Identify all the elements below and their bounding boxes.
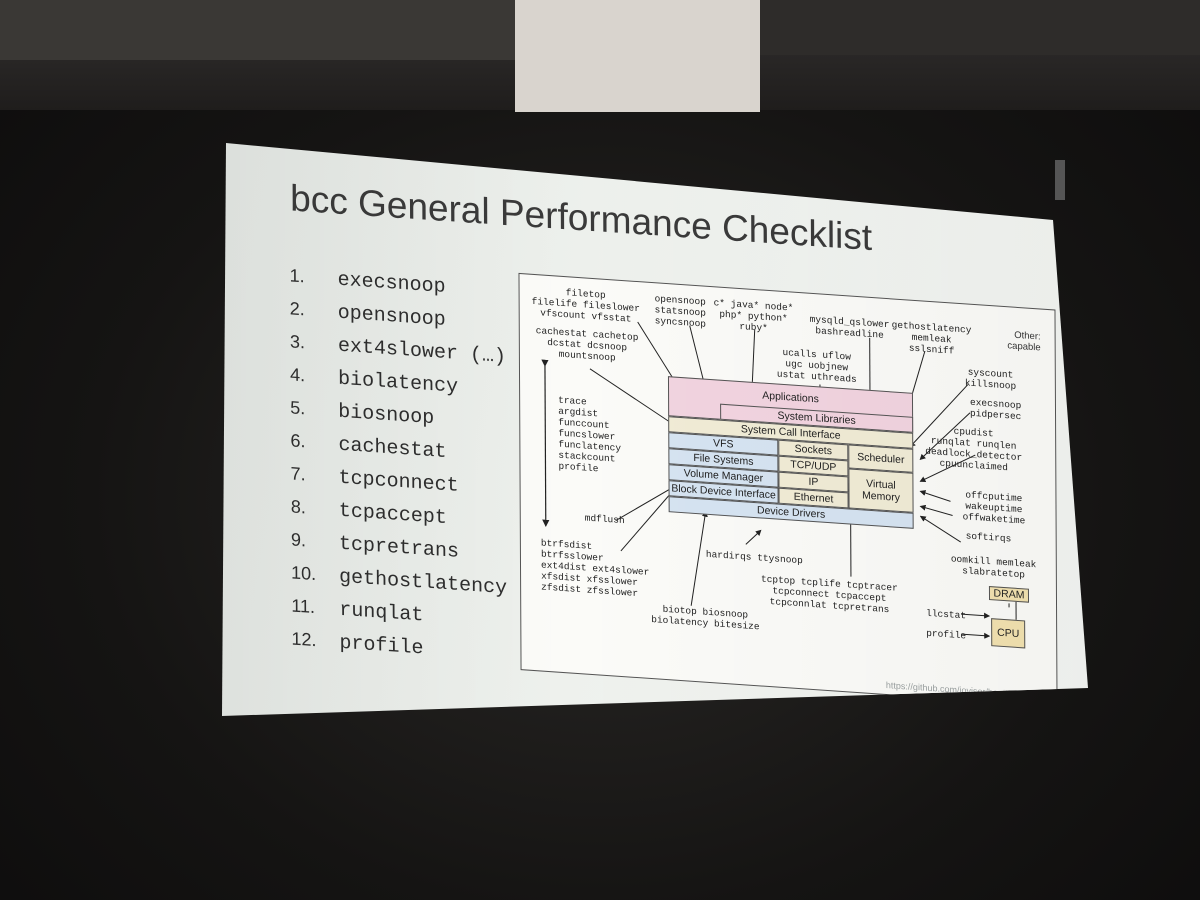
- ceiling-beam: [758, 0, 1200, 55]
- label-offcputime: offcputime wakeuptime offwaketime: [962, 489, 1026, 527]
- item-number: 2.: [289, 298, 305, 320]
- stack-range-arrow: [541, 359, 550, 527]
- arrow: [745, 529, 762, 545]
- label-btrfs: btrfsdist btrfsslower ext4dist ext4slowe…: [540, 537, 650, 600]
- item-number: 4.: [290, 364, 306, 386]
- ceiling-beam: [0, 0, 520, 60]
- label-cpudist: cpudist runqlat runqlen deadlock_detecto…: [925, 425, 1023, 474]
- arrow: [749, 329, 756, 391]
- item-command: runqlat: [339, 598, 424, 628]
- arrow: [690, 510, 708, 606]
- item-number: 5.: [290, 397, 306, 419]
- label-execsnoop: execsnoop pidpersec: [969, 396, 1022, 423]
- bcc-tools-diagram: filetop filelife fileslower vfscount vfs…: [518, 272, 1058, 707]
- checklist: 1.execsnoop 2.opensnoop 3.ext4slower (…)…: [290, 265, 522, 677]
- virtual-memory-layer: Virtual Memory: [848, 468, 914, 513]
- item-number: 9.: [290, 529, 307, 551]
- item-number: 8.: [290, 496, 306, 518]
- item-number: 1.: [289, 265, 305, 287]
- item-number: 11.: [291, 595, 316, 618]
- label-cachestat: cachestat cachetop dcstat dcsnoop mounts…: [535, 325, 639, 364]
- slide-title: bcc General Performance Checklist: [290, 177, 873, 259]
- arrow: [919, 504, 953, 517]
- arrow: [919, 490, 951, 502]
- item-command: execsnoop: [337, 268, 446, 299]
- item-number: 6.: [290, 430, 306, 452]
- item-number: 7.: [290, 463, 306, 485]
- item-command: profile: [339, 631, 424, 661]
- item-number: 12.: [291, 628, 317, 651]
- item-number: 3.: [289, 331, 305, 353]
- item-number: 10.: [291, 562, 317, 585]
- label-syscount: syscount killsnoop: [964, 366, 1017, 392]
- wall-fixture: [1055, 160, 1065, 200]
- label-languages: c* java* node* php* python* ruby*: [713, 297, 794, 334]
- dram-component: DRAM: [988, 586, 1030, 603]
- arrow: [919, 515, 961, 543]
- slide-content: bcc General Performance Checklist 1. exec…: [285, 165, 1068, 716]
- label-other: Other: capable: [1007, 329, 1041, 354]
- arrow: [919, 412, 971, 460]
- label-trace: trace argdist funccount funcslower funcl…: [558, 394, 622, 475]
- arrow: [909, 384, 969, 448]
- label-opensnoop: opensnoop statsnoop syncsnoop: [654, 293, 707, 330]
- ceiling-light-panel: [515, 0, 760, 112]
- arrow: [919, 454, 976, 482]
- label-ucalls: ucalls uflow ugc uobjnew ustat uthreads: [776, 346, 857, 385]
- arrow: [961, 632, 991, 639]
- label-gethostlatency: gethostlatency memleak sslsniff: [891, 319, 972, 357]
- cpu-component: CPU: [991, 618, 1026, 649]
- arrow: [961, 612, 991, 619]
